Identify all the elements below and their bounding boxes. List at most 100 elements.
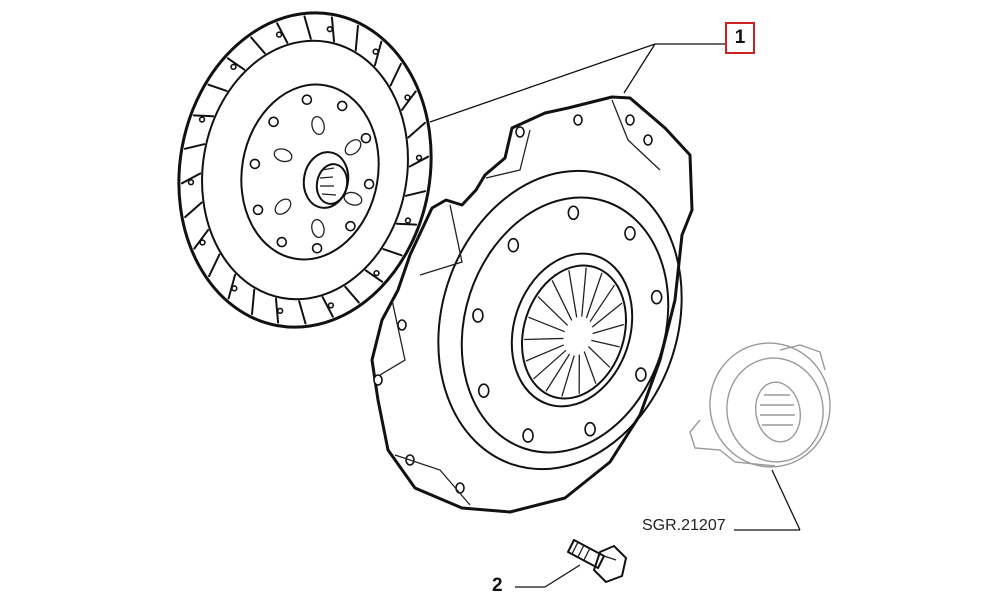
friction-slot (382, 248, 403, 257)
diaphragm-fingers (524, 267, 625, 397)
flange-hole (515, 126, 525, 138)
friction-slot (251, 288, 256, 316)
hub-rivet (311, 242, 323, 254)
damper-spring (343, 191, 363, 206)
friction-rivet (404, 94, 411, 101)
friction-slot (180, 172, 202, 185)
friction-rivet (326, 25, 334, 33)
friction-slot (400, 90, 417, 111)
diaphragm-finger (551, 280, 573, 321)
friction-slot (321, 296, 334, 318)
friction-slot (193, 229, 210, 250)
damper-spring (311, 115, 325, 136)
diaphragm-finger (537, 296, 569, 326)
hub-rivet (345, 220, 356, 232)
friction-slot (354, 24, 359, 52)
friction-slot (192, 114, 215, 118)
callout-part-1[interactable]: 1 (725, 22, 755, 54)
cover-hole (522, 428, 534, 443)
diaphragm-finger (591, 302, 623, 328)
friction-rivet (230, 63, 237, 71)
diaphragm-finger (524, 337, 564, 341)
cover-hole (567, 205, 580, 221)
diaphragm-finger (581, 267, 587, 317)
diaphragm-finger (587, 346, 611, 368)
pressure-plate (370, 95, 694, 514)
diaphragm-finger (528, 316, 565, 333)
flange-hole (643, 134, 653, 146)
flange-hole (573, 114, 583, 126)
release-bearing (689, 342, 831, 468)
pressure-plate-cover (370, 95, 694, 514)
hub-rivet (249, 158, 261, 170)
diaphragm-finger (561, 355, 575, 397)
friction-slot (250, 36, 266, 55)
friction-slots (180, 15, 430, 325)
damper-spring (311, 218, 325, 239)
cover-hole (477, 383, 490, 398)
damper-springs (273, 115, 363, 239)
friction-slot (298, 300, 307, 325)
flange-hole (625, 114, 635, 126)
friction-rivet (404, 217, 412, 224)
friction-rivet (198, 116, 206, 123)
hub-rivets (249, 94, 375, 254)
friction-slot (407, 121, 426, 139)
damper-spring (274, 198, 292, 215)
hub-rivet (301, 94, 313, 106)
friction-rivet (276, 307, 284, 315)
diaphragm-finger (583, 351, 597, 384)
friction-rivet (231, 285, 238, 292)
diaphragm-finger (568, 270, 578, 318)
flange-hole (397, 319, 407, 331)
friction-slot (389, 62, 402, 87)
hub-rivet (360, 132, 372, 144)
clutch-disc (177, 11, 433, 329)
friction-rivet (415, 154, 423, 161)
friction-slot (303, 15, 312, 40)
cover-holes (373, 114, 663, 494)
hub-rivet (336, 100, 348, 112)
friction-slot (183, 143, 206, 150)
cover-hole (472, 308, 484, 323)
cover-ribs (379, 99, 661, 506)
diaphragm-finger (533, 349, 567, 380)
cover-hole (624, 225, 636, 241)
friction-rivet (275, 31, 283, 38)
hub-rivet (268, 116, 279, 128)
friction-slot (276, 22, 289, 44)
friction-rivet (327, 302, 335, 309)
flange-hole (455, 482, 465, 494)
diaphragm-finger (591, 339, 620, 348)
friction-slot (395, 222, 418, 226)
callout-leaders (429, 43, 801, 588)
reference-code-label: SGR.21207 (642, 517, 726, 534)
friction-slot (226, 57, 246, 71)
hub-rivet (276, 236, 288, 248)
cover-hole (650, 289, 663, 305)
friction-rivet (199, 239, 206, 246)
hub-rivet (363, 178, 375, 190)
diaphragm-finger (592, 323, 625, 335)
flange-hole (373, 374, 383, 386)
friction-slot (207, 83, 228, 92)
damper-spring (344, 139, 362, 156)
diaphragm-finger (525, 344, 565, 362)
friction-rivet (372, 48, 379, 55)
hub-splines (319, 167, 337, 196)
cover-hole (507, 237, 520, 253)
friction-slot (344, 285, 360, 304)
hub-rivet (252, 204, 264, 216)
friction-rivet (373, 269, 380, 277)
callout-part-2[interactable]: 2 (492, 575, 503, 596)
cover-hole (635, 367, 647, 382)
damper-spring (273, 148, 293, 163)
friction-slot (184, 201, 203, 219)
bolt (567, 539, 627, 583)
friction-slot (208, 253, 221, 278)
diaphragm-finger (545, 353, 571, 392)
bearing-splines (760, 394, 795, 426)
diaphragm-finger (589, 284, 616, 323)
diaphragm-finger (585, 272, 603, 319)
